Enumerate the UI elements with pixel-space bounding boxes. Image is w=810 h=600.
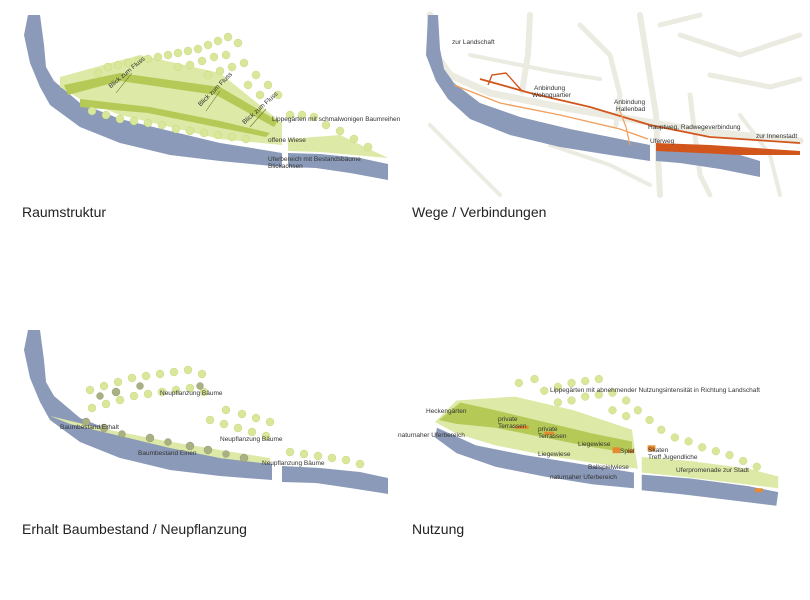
label-neupflanzung-1: Neupflanzung Bäume xyxy=(160,390,223,397)
label-zur-innenstadt: zur Innenstadt xyxy=(756,133,798,140)
label-ballspielwiese: Ballspielwiese xyxy=(588,464,629,471)
strip-band-lower xyxy=(80,99,270,137)
label-blickachsen: Blickachsen xyxy=(268,163,303,170)
tree-cluster xyxy=(514,374,761,471)
river xyxy=(426,15,650,161)
label-private-1: private xyxy=(498,416,518,423)
uferweg-east xyxy=(656,143,800,155)
promenade-zone xyxy=(641,457,779,489)
label-uferbereich: Uferbereich mit Bestandsbäume xyxy=(268,156,361,163)
tree-existing xyxy=(81,382,249,463)
label-terrassen-1: Terrassen xyxy=(498,423,527,430)
river xyxy=(24,15,282,167)
label-baumbestand-einen: Baumbestand Einen xyxy=(138,450,197,457)
label-naturnah-1: naturnaher Uferbereich xyxy=(398,432,465,439)
label-hallenbad: Hallenbad xyxy=(616,106,646,113)
raumstruktur-map xyxy=(24,15,388,180)
label-baumbestand-erhalt: Baumbestand Erhalt xyxy=(60,424,119,431)
hallenbad-link xyxy=(619,110,631,146)
erhalt-map xyxy=(24,330,388,494)
panel-nutzung: Lippegärten mit abnehmender Nutzungsinte… xyxy=(398,330,788,510)
uferweg-line xyxy=(453,84,649,140)
label-anbindung-2: Anbindung xyxy=(614,99,646,106)
blick-line-1 xyxy=(115,72,133,94)
tree-cluster xyxy=(87,32,373,152)
nutzung-map xyxy=(435,374,779,506)
label-uferpromenade: Uferpromenade zur Stadt xyxy=(676,467,749,474)
label-offene-wiese: offene Wiese xyxy=(268,137,306,144)
wege-map xyxy=(426,11,804,198)
label-treff: Treff Jugendliche xyxy=(648,454,698,461)
tree-new xyxy=(85,365,365,469)
panel-wege: zur Landschaft Anbindung Wohnquartier An… xyxy=(410,11,804,198)
label-zur-landschaft: zur Landschaft xyxy=(452,39,495,46)
park-meadow xyxy=(50,416,270,464)
panel-raumstruktur: Blick zum Fluss Blick zum Fluss Blick zu… xyxy=(20,15,410,195)
label-neupflanzung-3: Neupflanzung Bäume xyxy=(262,460,325,467)
label-liegewiese-2: Liegewiese xyxy=(538,451,571,458)
label-wohnquartier: Wohnquartier xyxy=(532,92,571,99)
label-liegewiese-1: Liegewiese xyxy=(578,441,611,448)
caption-erhalt: Erhalt Baumbestand / Neupflanzung xyxy=(22,521,247,537)
river-east xyxy=(288,153,388,180)
anbindung-line xyxy=(487,72,523,92)
label-heckengaerten: Heckengärten xyxy=(426,408,467,415)
river xyxy=(24,330,272,480)
river-east xyxy=(641,474,779,506)
caption-wege: Wege / Verbindungen xyxy=(412,204,547,220)
caption-raumstruktur: Raumstruktur xyxy=(22,204,107,220)
label-neupflanzung-2: Neupflanzung Bäume xyxy=(220,436,283,443)
label-skaten: Skaten xyxy=(648,447,669,454)
label-anbindung-1: Anbindung xyxy=(534,85,566,92)
label-hauptweg: Hauptweg, Radwegeverbindung xyxy=(648,124,741,131)
caption-nutzung: Nutzung xyxy=(412,521,465,537)
label-private-2: private xyxy=(538,426,558,433)
label-uferweg: Uferweg xyxy=(650,138,675,145)
river-east xyxy=(282,466,388,494)
strip-band xyxy=(64,73,278,127)
panel-erhalt: Neupflanzung Bäume Baumbestand Erhalt Ba… xyxy=(20,330,410,510)
label-lippegaerten: Lippegärten mit abnehmender Nutzungsinte… xyxy=(550,387,760,394)
park-meadow-east xyxy=(288,135,388,158)
blick-line-3 xyxy=(249,108,267,128)
label-lippegaerten: Lippegärten mit schmalwonigen Baumreihen xyxy=(272,116,401,123)
hecken-zone xyxy=(438,402,632,454)
label-terrassen-2: Terrassen xyxy=(538,433,567,440)
use-markers xyxy=(515,425,763,493)
label-spiel: Spiel xyxy=(620,448,635,455)
label-naturnah-2: naturnaher Uferbereich xyxy=(550,474,617,481)
river xyxy=(435,427,634,489)
blick-line-2 xyxy=(205,90,221,112)
